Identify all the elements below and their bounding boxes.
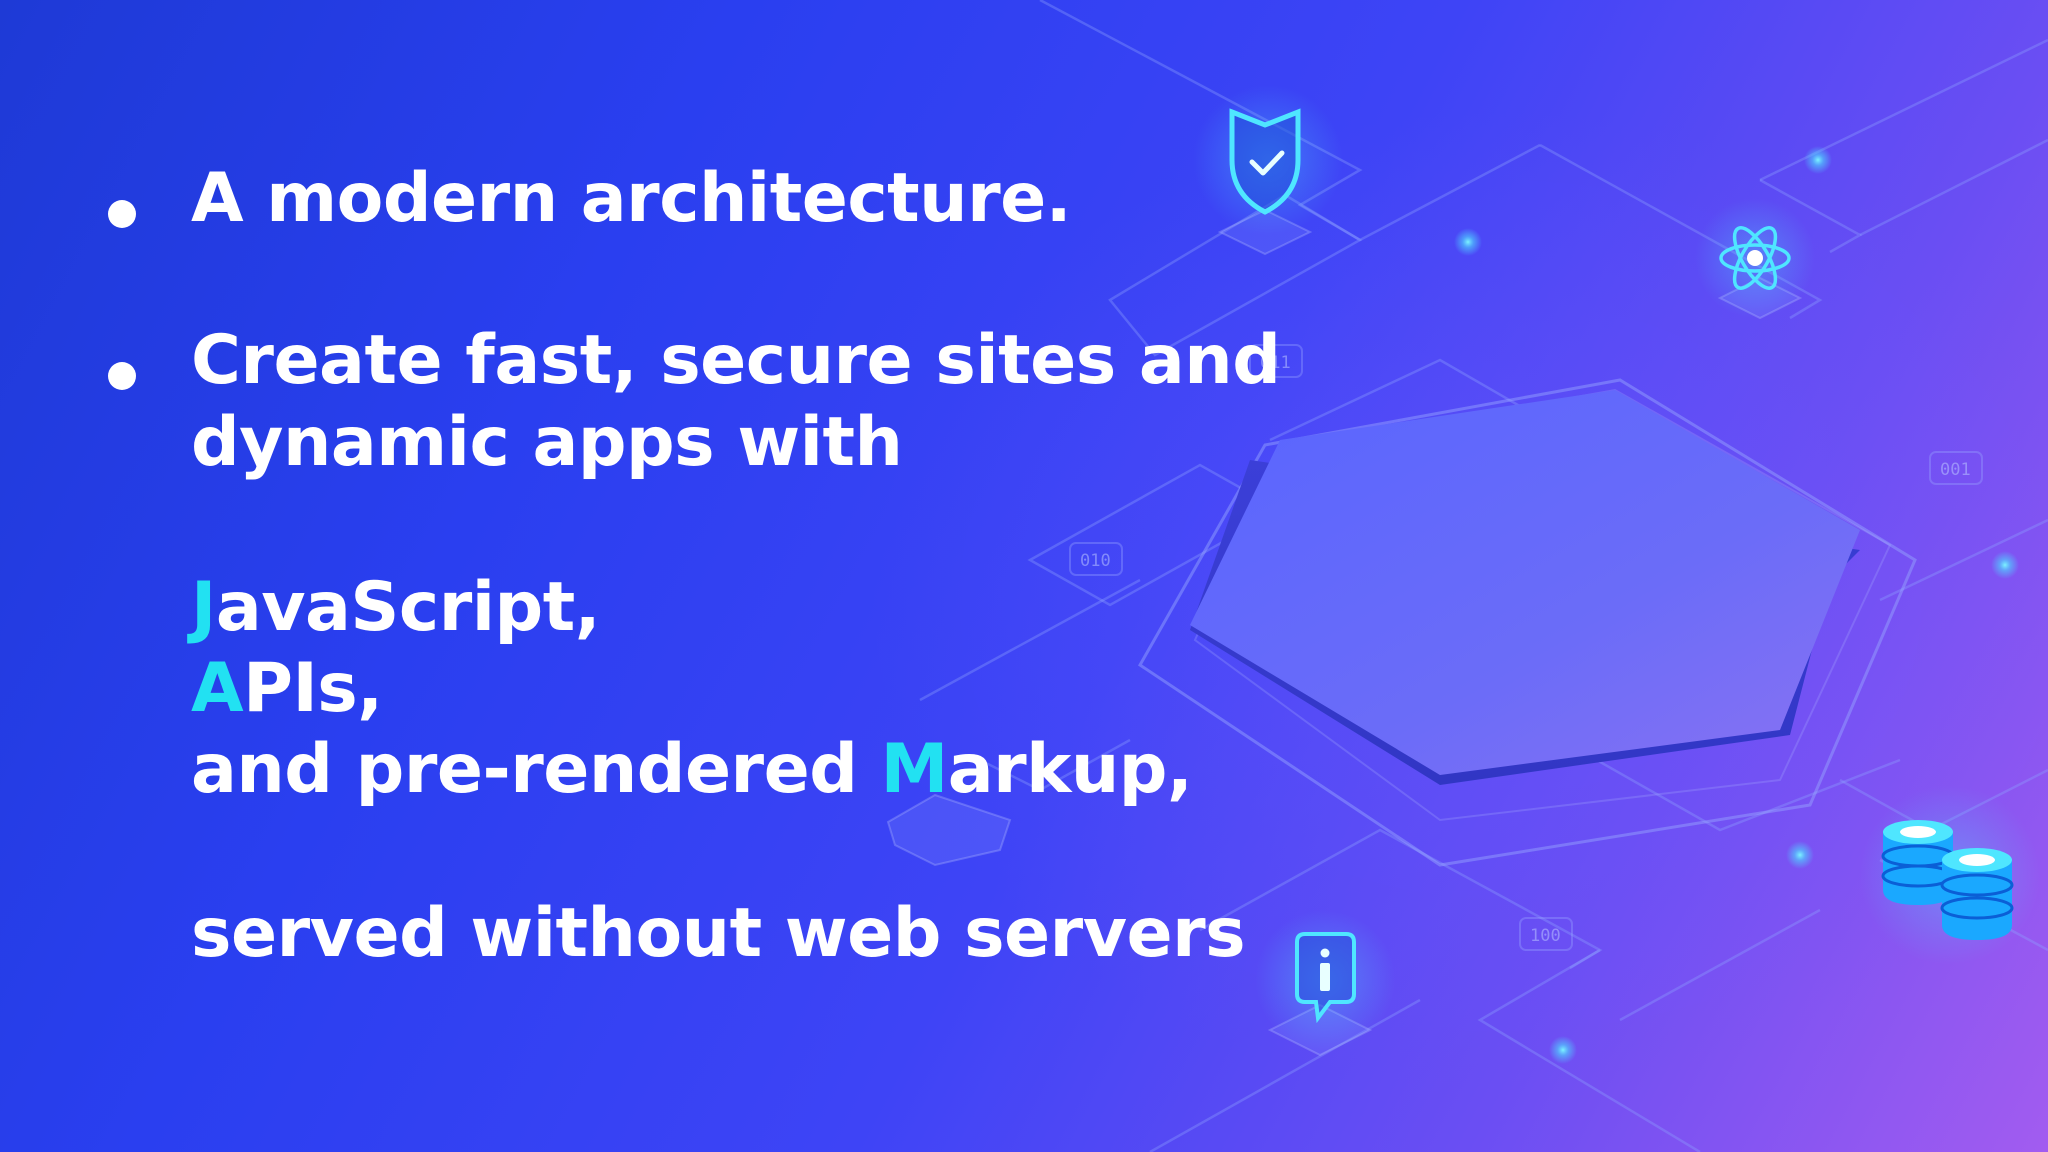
bullet-create-fast-sites [108,320,136,390]
database-stack-right [1940,848,2014,940]
database-icon [1860,785,2040,965]
bullet-dot [108,200,136,228]
database-stack-left [1881,820,1955,905]
stack-item-apis-rest: PIs, [243,649,383,728]
stack-item-javascript: JavaScript, [191,567,601,649]
stack-item-apis: APIs, [191,648,383,730]
stack-item-javascript-rest: avaScript, [215,568,601,647]
react-atom-icon [1695,198,1815,318]
info-icon [1255,910,1395,1050]
closing-line: served without web servers [191,894,1246,973]
binary-tags [1069,344,1983,951]
binary-tag-001: 001 [1940,460,1971,480]
glow-nodes [1454,146,2019,1064]
bullet-1-text: A modern architecture. [191,159,1072,238]
bullet-modern-architecture [108,158,136,228]
accent-letter-m: M [880,730,949,809]
accent-letter-j: J [191,568,216,647]
binary-tag-100: 100 [1530,926,1561,946]
hexagon-platform [1138,378,1917,867]
bullet-dot [108,362,136,390]
shield-check-icon [1193,85,1343,235]
stack-item-markup: and pre-rendered Markup, [191,729,1193,811]
accent-letter-a: A [191,649,244,728]
binary-tag-011: 011 [1260,353,1291,373]
bullet-2-line-2: dynamic apps with [191,403,903,482]
stack-item-markup-rest: arkup, [947,730,1193,809]
bullet-2-line-1: Create fast, secure sites and [191,321,1281,400]
slide-content: A modern architecture. Create fast, secu… [108,158,1193,811]
stack-item-markup-prefix: and pre-rendered [191,730,881,809]
binary-tag-010: 010 [1080,551,1111,571]
